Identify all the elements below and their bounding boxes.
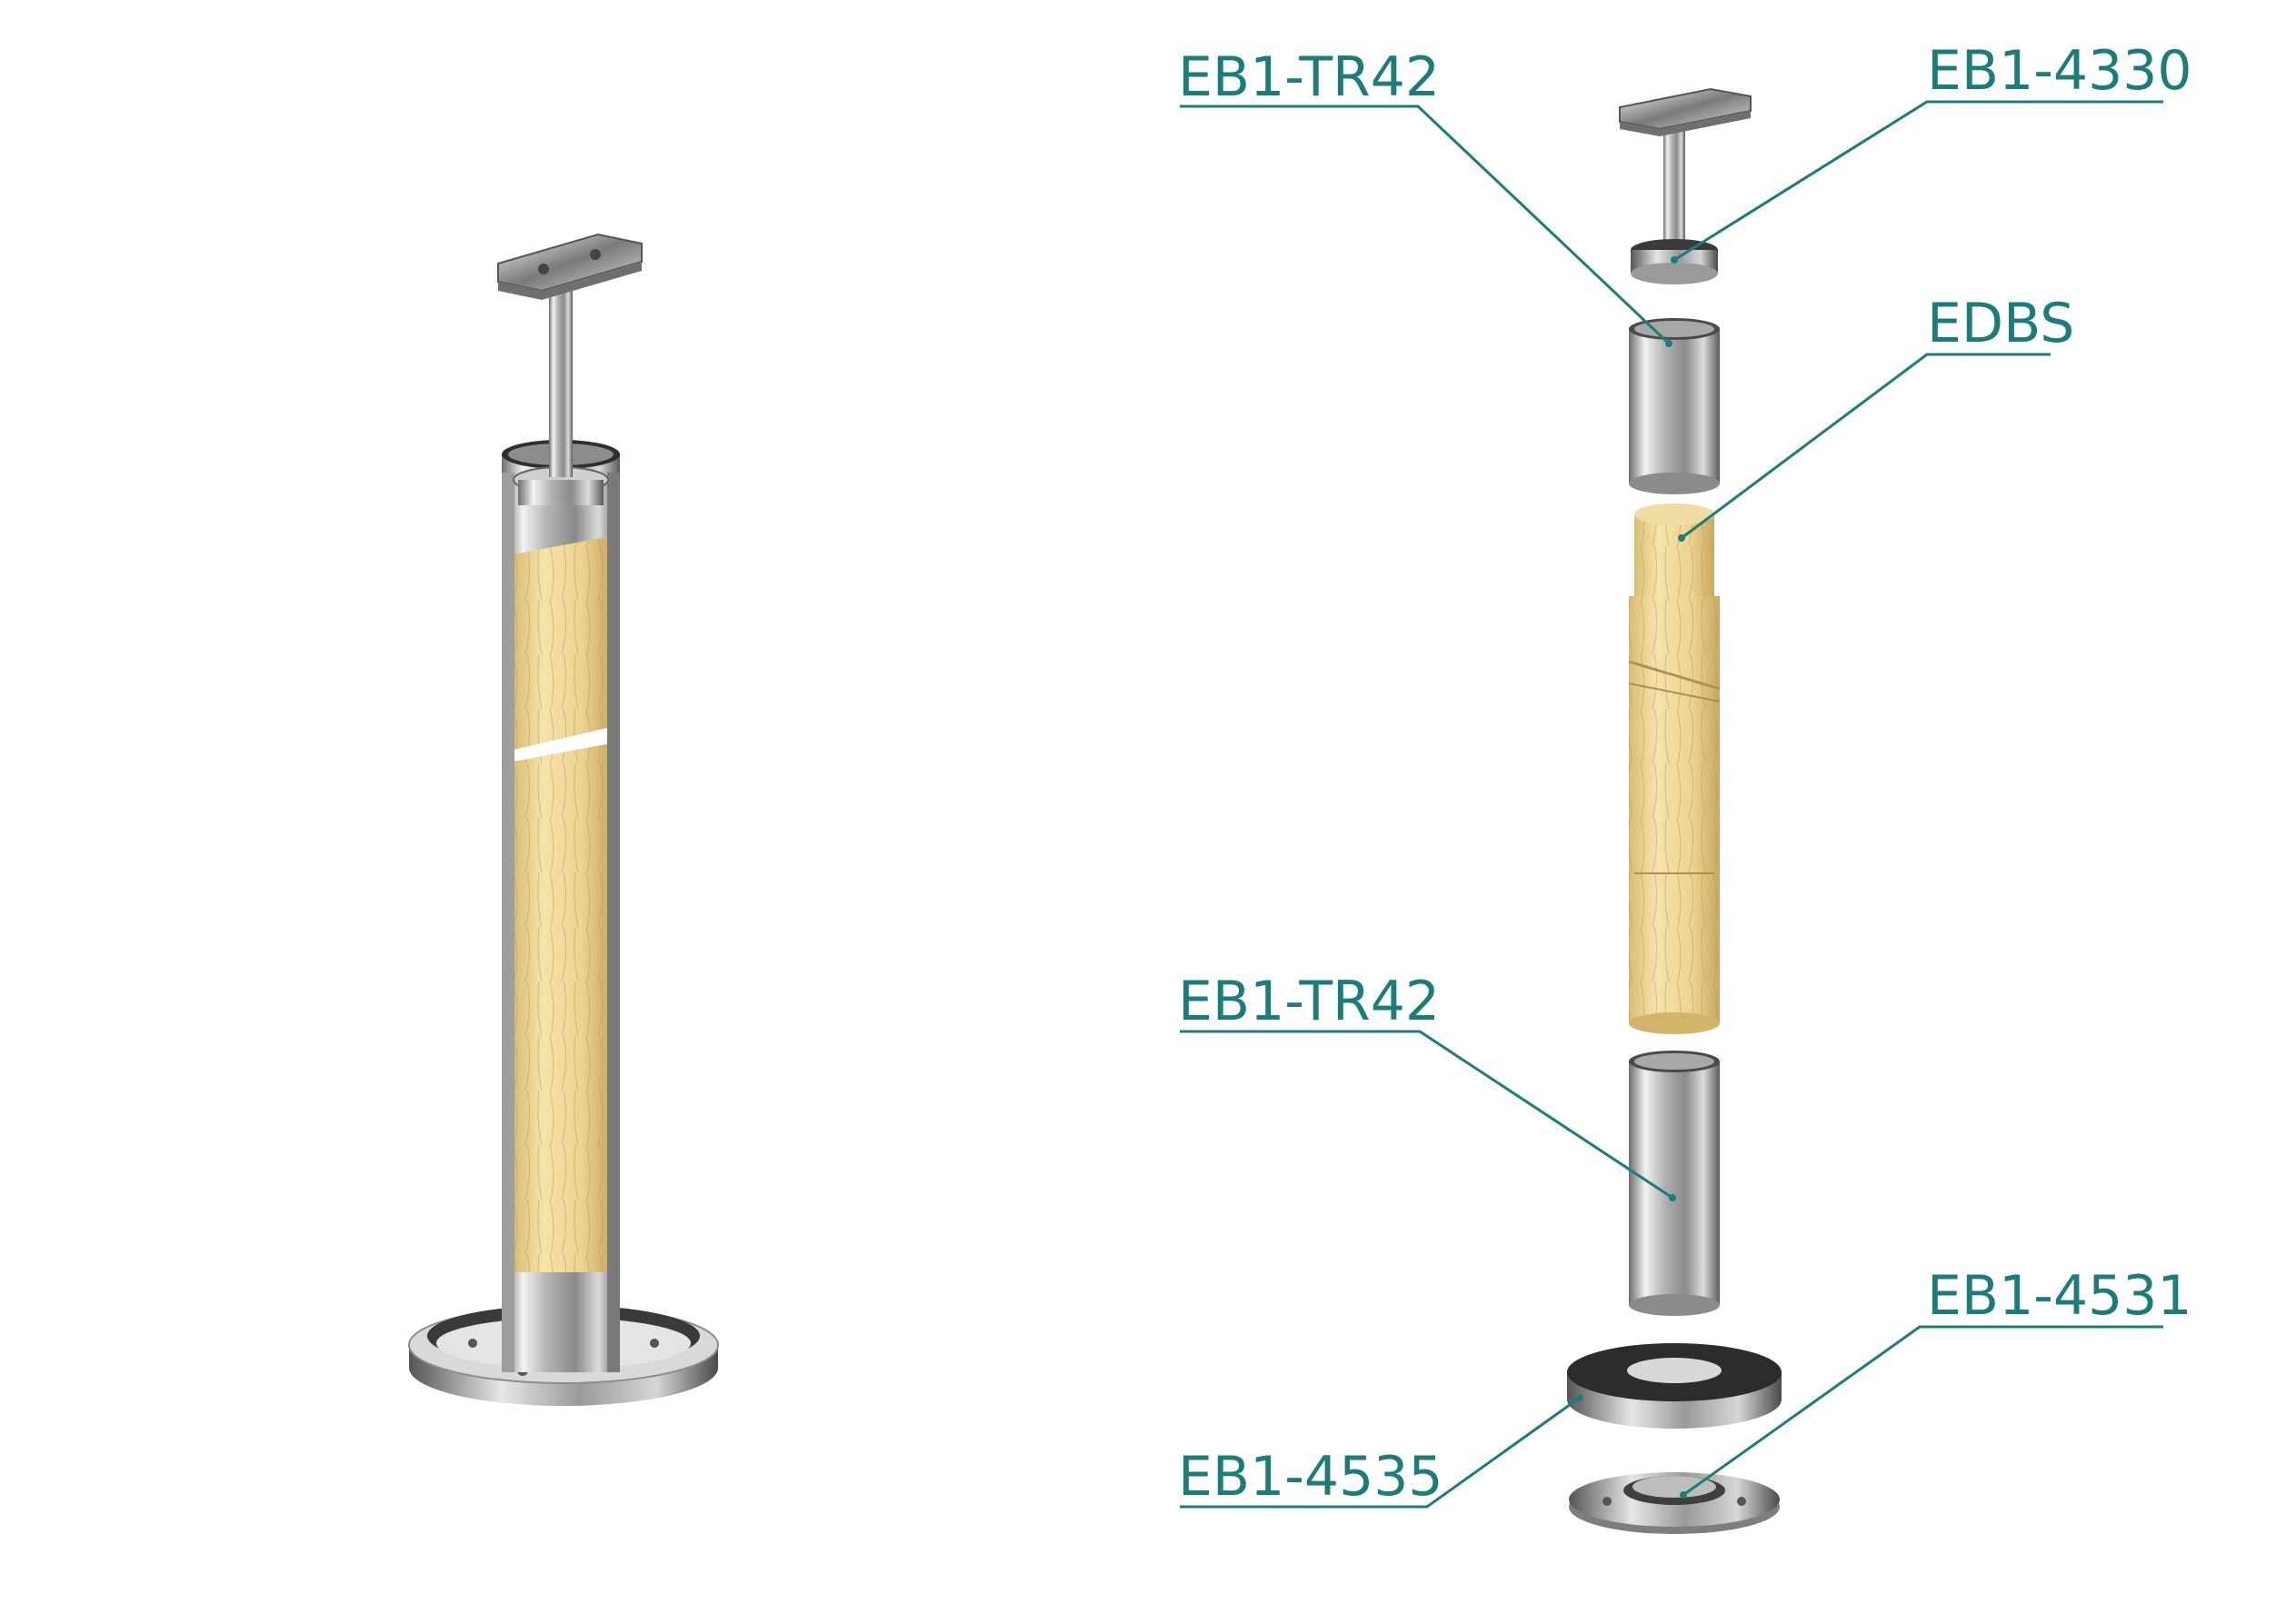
base-flange-part — [1569, 1472, 1780, 1534]
tube-bottom-part — [1629, 1051, 1720, 1316]
assembled-base — [408, 1305, 719, 1406]
label-handrail-holder: EB1-4330 — [1927, 39, 2192, 103]
assembled-post — [408, 233, 719, 1406]
callout-dots — [1576, 256, 1687, 1499]
label-wood-post: EDBS — [1927, 292, 2074, 355]
exploded-view — [1567, 87, 1782, 1534]
label-tube-bottom: EB1-TR42 — [1178, 970, 1440, 1033]
assembled-holder — [497, 233, 643, 477]
assembled-wood — [514, 536, 611, 1272]
leader-cover-cap — [1180, 1396, 1581, 1509]
wood-post-part — [1628, 503, 1721, 1034]
handrail-holder-part — [1619, 87, 1752, 284]
leader-tube-bottom — [1180, 1030, 1673, 1200]
assembled-top-adapter — [513, 466, 609, 505]
leader-wood-post — [1681, 353, 2051, 540]
leader-base-flange — [1682, 1325, 2163, 1497]
label-base-flange: EB1-4531 — [1927, 1264, 2192, 1328]
label-cover-cap: EB1-4535 — [1178, 1445, 1443, 1509]
callout-labels: EB1-TR42 EB1-4330 EDBS EB1-TR42 EB1-4531… — [1178, 39, 2192, 1509]
label-tube-top: EB1-TR42 — [1178, 45, 1440, 109]
callouts — [1180, 100, 2163, 1509]
leader-handrail-holder — [1673, 100, 2163, 262]
leader-tube-top — [1180, 105, 1671, 345]
cover-cap-part — [1567, 1343, 1782, 1429]
tube-top-part — [1629, 318, 1720, 494]
